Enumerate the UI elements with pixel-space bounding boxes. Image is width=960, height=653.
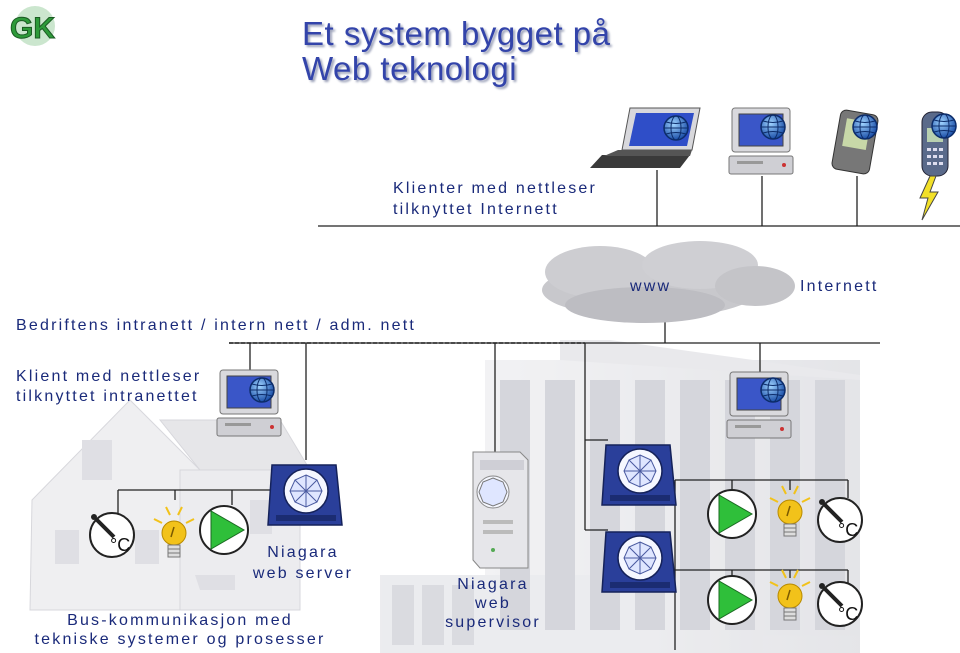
web-server-label-2: web server	[252, 565, 354, 582]
clients-internet-label-1: Klienter med nettleser	[393, 180, 598, 197]
supervisor-label-1: Niagara	[457, 576, 529, 593]
title-line-2: Web teknologi	[302, 50, 518, 87]
web-server-label-1: Niagara	[267, 544, 339, 561]
mobile-phone-icon	[921, 111, 957, 177]
client-intranet-label-1: Klient med nettleser	[16, 368, 202, 385]
desktop-icon	[726, 371, 792, 439]
cloud-icon	[542, 241, 795, 323]
client-intranet-label-2: tilknyttet intranettet	[16, 388, 199, 405]
pump-icon	[707, 575, 757, 625]
pda-icon	[831, 109, 879, 175]
page-title: Et system bygget på Web teknologi	[302, 16, 610, 86]
desktop-icon	[728, 107, 794, 175]
logo-text: GK	[10, 12, 55, 45]
desktop-icon	[216, 369, 282, 437]
laptop-icon	[590, 107, 701, 168]
thermometer-icon	[816, 496, 864, 544]
bus-label-2: tekniske systemer og prosesser	[34, 631, 326, 648]
internet-label: Internett	[800, 278, 879, 295]
pump-icon	[707, 489, 757, 539]
thermometer-icon	[816, 580, 864, 628]
server-tower-icon	[472, 451, 529, 569]
lightning-icon	[919, 175, 939, 221]
pump-icon	[199, 505, 249, 555]
bus-label-1: Bus-kommunikasjon med	[67, 612, 293, 629]
intranet-label: Bedriftens intranett / intern nett / adm…	[16, 317, 417, 334]
clients-internet-label-2: tilknyttet Internett	[393, 201, 559, 218]
title-line-1: Et system bygget på	[302, 15, 611, 52]
supervisor-label-2: web	[475, 595, 511, 612]
supervisor-label-3: supervisor	[445, 614, 541, 631]
www-label: www	[630, 278, 672, 295]
thermometer-icon	[88, 511, 136, 559]
gk-logo-icon: GK	[6, 4, 64, 48]
niagara-device-icon	[267, 464, 343, 526]
niagara-device-icon	[601, 531, 677, 593]
niagara-device-icon	[601, 444, 677, 506]
